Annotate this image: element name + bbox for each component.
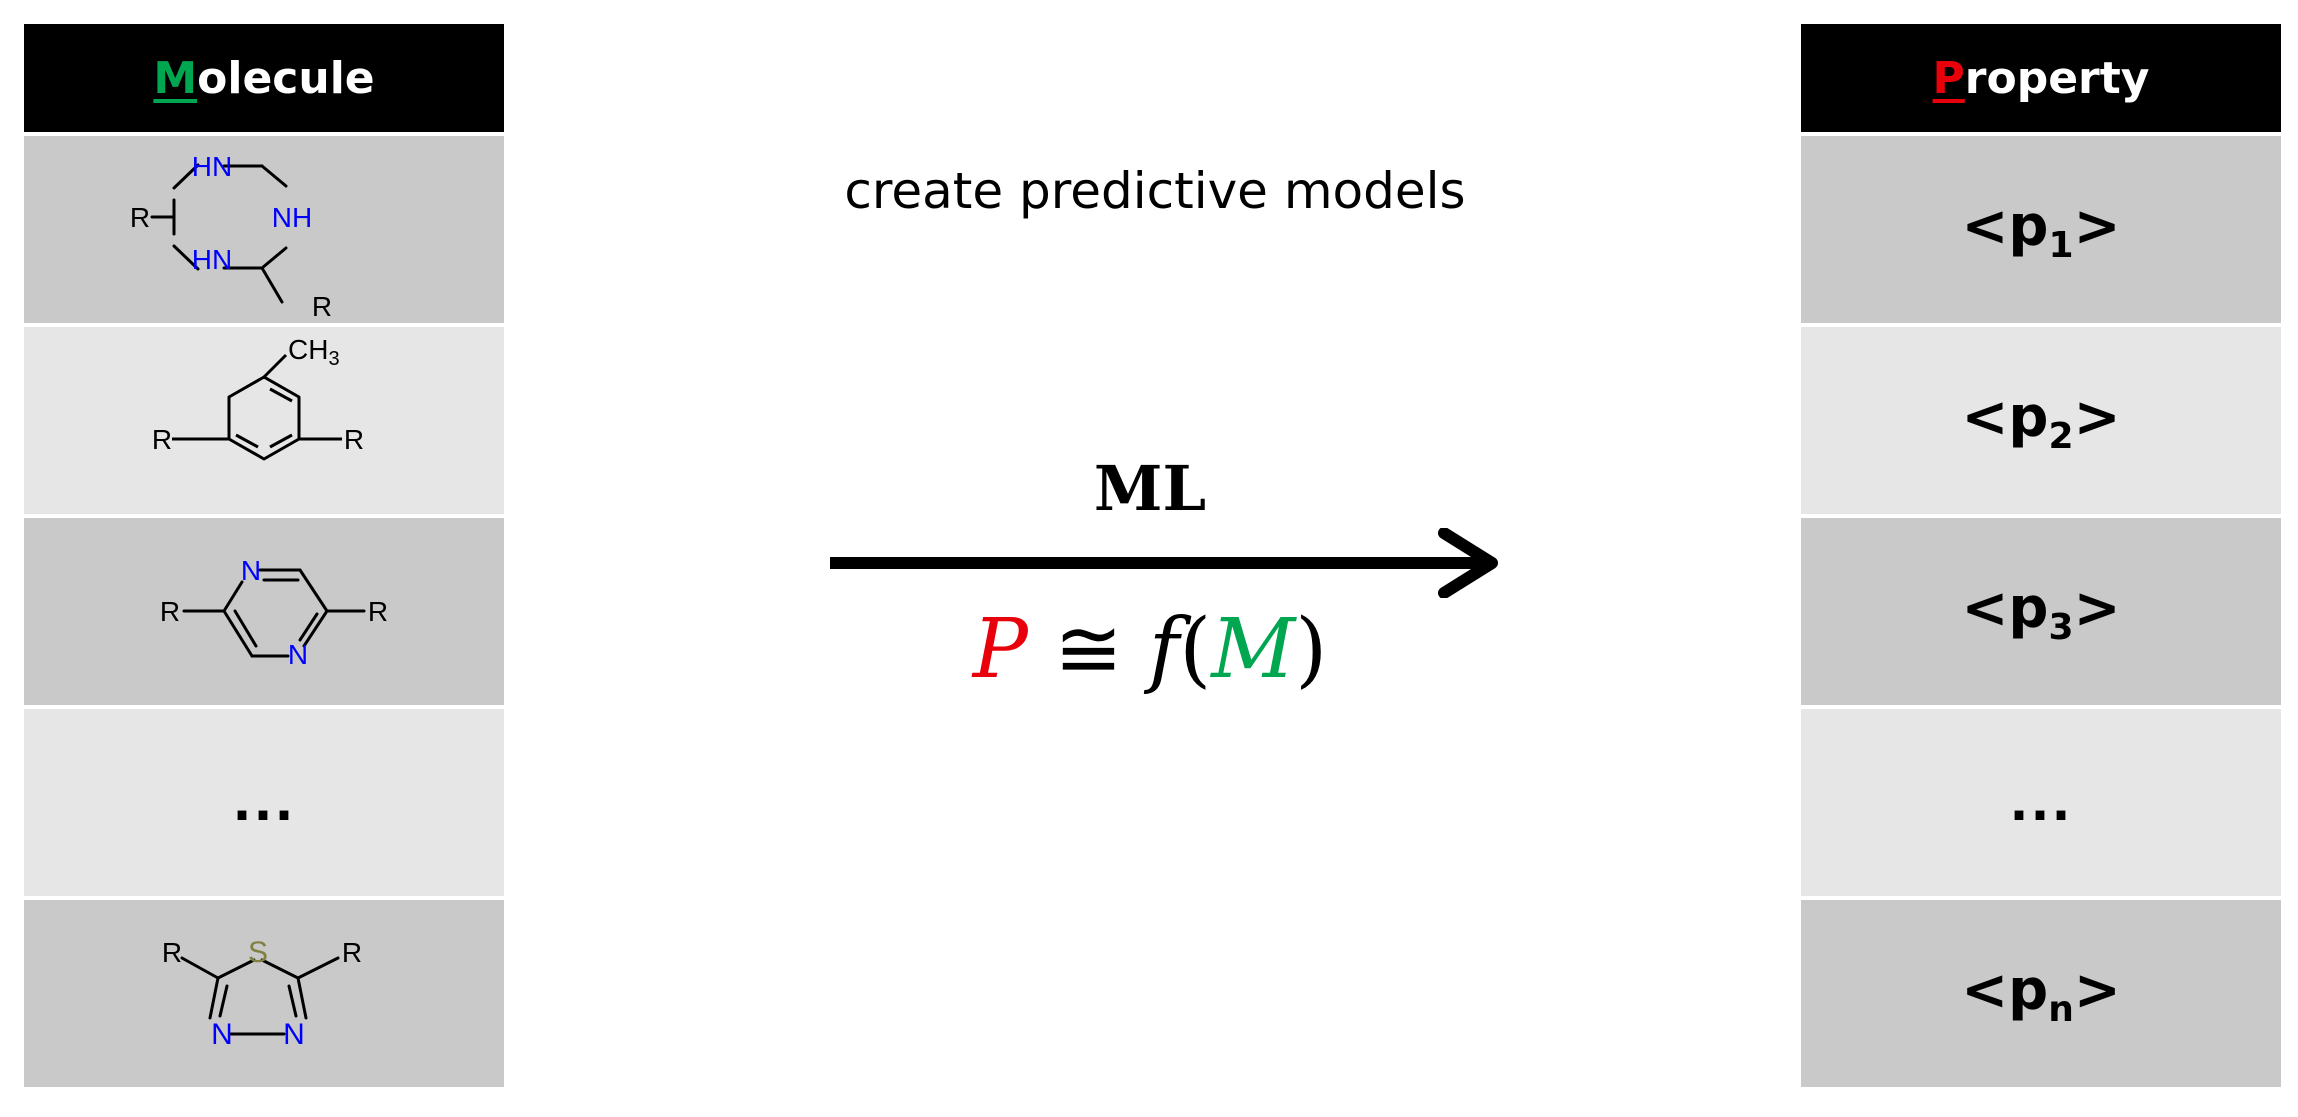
thiadiazole-structure: S N N R R: [162, 936, 362, 1051]
property-row-ellipsis: ...: [1801, 709, 2281, 896]
atom-n-right: N: [283, 1018, 305, 1051]
property-header-rest: roperty: [1964, 52, 2150, 104]
molecule-row-1: HN NH HN R R: [24, 136, 504, 323]
right-arrow-icon: [830, 528, 1498, 598]
atom-methyl: CH3: [288, 334, 340, 370]
molecule-row-3: N N R R: [24, 518, 504, 705]
equation-open-paren: (: [1179, 602, 1212, 697]
atom-r-right: R: [368, 596, 388, 627]
toluene-structure: CH3 R R: [152, 334, 364, 461]
atom-n-bottom: N: [288, 639, 308, 670]
property-ellipsis: ...: [2009, 773, 2073, 832]
equation-close-paren: ): [1295, 602, 1328, 697]
atom-n-left: N: [211, 1018, 233, 1051]
atom-r-bottom: R: [312, 291, 332, 322]
atom-s: S: [248, 936, 268, 969]
atom-r-right: R: [344, 424, 364, 455]
molecule-row-5: S N N R R: [24, 900, 504, 1087]
atom-nh-bottom: HN: [192, 244, 232, 275]
property-value-2: <p2>: [1961, 384, 2121, 457]
equation-arg: M: [1211, 602, 1296, 697]
atom-r-left: R: [130, 202, 150, 233]
property-value-3: <p3>: [1961, 575, 2121, 648]
property-row-n: <pn>: [1801, 900, 2281, 1087]
atom-r-right: R: [342, 937, 362, 968]
equation-function: f: [1148, 602, 1180, 697]
property-row-3: <p3>: [1801, 518, 2281, 705]
molecule-row-ellipsis: ...: [24, 709, 504, 896]
molecule-row-2: CH3 R R: [24, 327, 504, 514]
atom-n-top: N: [241, 555, 261, 586]
pyrazine-structure: N N R R: [160, 555, 388, 670]
property-value-n: <pn>: [1961, 957, 2121, 1030]
atom-nh-top: HN: [192, 151, 232, 182]
atom-r-left: R: [162, 937, 182, 968]
property-header-initial: P: [1932, 52, 1965, 104]
equation-lhs: P: [972, 602, 1028, 697]
property-value-1: <p1>: [1961, 193, 2121, 266]
caption-text: create predictive models: [844, 162, 1466, 220]
property-row-2: <p2>: [1801, 327, 2281, 514]
property-row-1: <p1>: [1801, 136, 2281, 323]
atom-nh-right: NH: [272, 202, 312, 233]
equation-relation: ≅: [1054, 602, 1123, 697]
atom-r-left: R: [152, 424, 172, 455]
molecule-header-initial: M: [153, 52, 198, 104]
molecule-ellipsis: ...: [232, 773, 296, 832]
ml-label: ML: [1093, 452, 1207, 525]
molecule-header-rest: olecule: [197, 52, 375, 104]
triazine-structure: HN NH HN R R: [130, 151, 332, 322]
atom-r-left: R: [160, 596, 180, 627]
equation: P ≅ f(M): [860, 602, 1440, 697]
